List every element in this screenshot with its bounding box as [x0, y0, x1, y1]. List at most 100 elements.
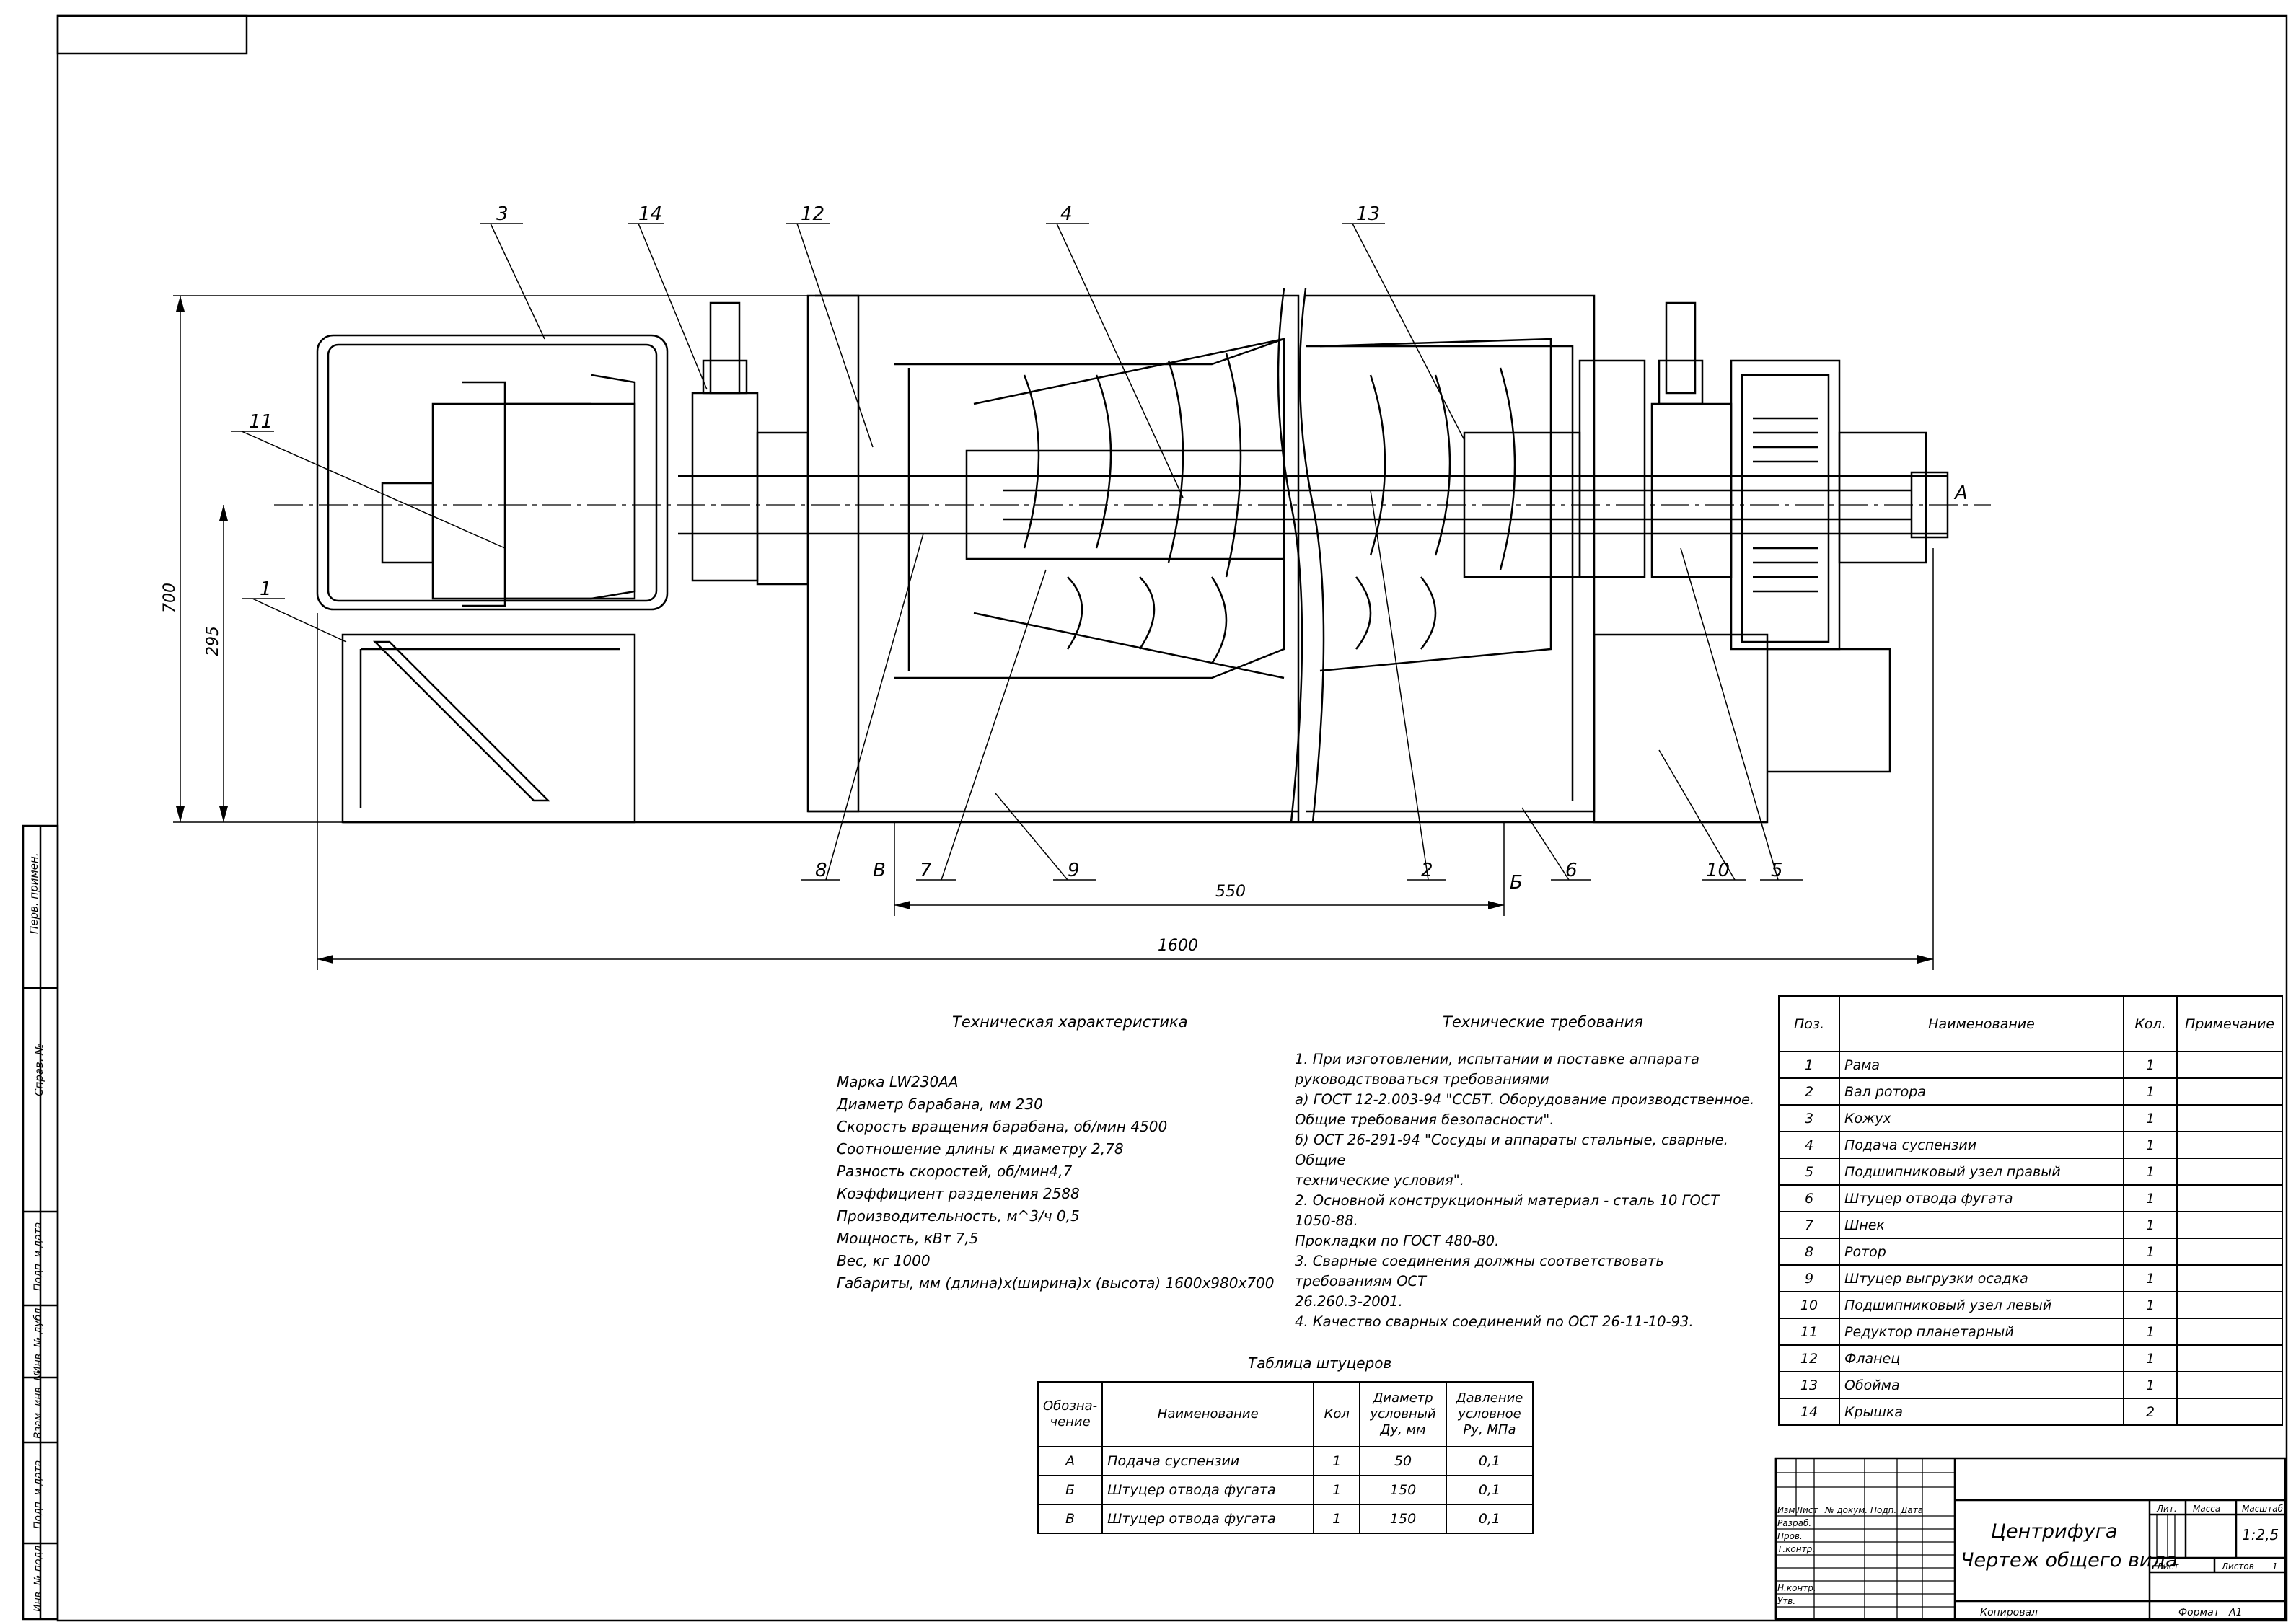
tech-req-line: 26.260.3-2001.: [1295, 1293, 1403, 1310]
tech-req-line: 3. Сварные соединения должны соответство…: [1295, 1253, 1664, 1290]
dim-axis-height: 295: [204, 626, 222, 656]
strip-perv-primen: Перв. примен.: [27, 852, 40, 934]
stamp-lit: Лит.: [2156, 1504, 2177, 1514]
pos-label-A: А: [1953, 482, 1968, 504]
pos-label-9: 9: [1068, 860, 1080, 881]
stamp-scale: Масштаб: [2242, 1504, 2284, 1514]
strip-vzam-inv: Взам. инв. №: [32, 1370, 44, 1439]
pos-label-4: 4: [1060, 203, 1073, 225]
stamp-col-head: Лист: [1795, 1505, 1818, 1515]
spec-header: Поз.: [1778, 995, 1840, 1052]
nozzles-header: Диаметр условный Ду, мм: [1359, 1381, 1447, 1447]
tech-char-line: Вес, кг 1000: [837, 1252, 931, 1269]
tech-req-line: Общие требования безопасности".: [1295, 1111, 1554, 1128]
stamp-scale-value: 1:2,5: [2242, 1526, 2279, 1543]
nozzles-header: Наименование: [1101, 1381, 1315, 1447]
tech-char-line: Мощность, кВт 7,5: [837, 1230, 979, 1247]
pos-label-11: 11: [249, 411, 273, 433]
strip-inv-dubl: Инв. № дубл.: [32, 1305, 44, 1374]
nozzles-header: Давление условное Ру, МПа: [1445, 1381, 1534, 1447]
tech-req-line: 1. При изготовлении, испытании и поставк…: [1295, 1051, 1699, 1067]
stamp-sheet: Лист: [2156, 1561, 2179, 1572]
tech-char-line: Соотношение длины к диаметру 2,78: [837, 1140, 1124, 1158]
spec-header: Примечание: [2176, 995, 2283, 1052]
stamp-role: Н.контр.: [1777, 1583, 1816, 1593]
dim-overall-length: 1600: [1158, 937, 1198, 955]
tech-char-list: Марка LW230AA Диаметр барабана, мм 230 С…: [837, 1071, 1274, 1295]
tech-char-line: Марка LW230AA: [837, 1073, 959, 1090]
pos-label-13: 13: [1356, 203, 1380, 225]
nozzles-header: Кол: [1313, 1381, 1361, 1447]
pos-label-8: 8: [815, 860, 827, 881]
tech-char-title: Техническая характеристика: [952, 1013, 1188, 1031]
strip-sprav: Справ. №: [32, 1044, 45, 1096]
dim-height: 700: [161, 583, 179, 613]
pos-label-14: 14: [638, 203, 662, 225]
strip-podp-data-2: Подп. и дата: [32, 1460, 44, 1529]
pos-label-3: 3: [496, 203, 509, 225]
pos-label-12: 12: [801, 203, 824, 225]
nozzles-table: Обозна-чение Наименование Кол Диаметр ус…: [1037, 1381, 1534, 1534]
tech-req-line: технические условия".: [1295, 1172, 1464, 1189]
dim-nozzle-spacing: 550: [1215, 883, 1246, 901]
stamp-role: Т.контр.: [1777, 1544, 1815, 1554]
stamp-copied: Копировал: [1980, 1607, 2038, 1618]
tech-req-line: Прокладки по ГОСТ 480-80.: [1295, 1233, 1500, 1249]
tech-req-line: 2. Основной конструкционный материал - с…: [1295, 1192, 1720, 1229]
pos-label-2: 2: [1421, 860, 1433, 881]
tech-req-line: 4. Качество сварных соединений по ОСТ 26…: [1295, 1313, 1694, 1330]
tech-req-title: Технические требования: [1443, 1013, 1643, 1031]
strip-inv-podl: Инв. № подл.: [32, 1542, 44, 1612]
pos-label-7: 7: [920, 860, 932, 881]
tech-char-line: Габариты, мм (длина)х(ширина)х (высота) …: [837, 1274, 1275, 1292]
stamp-format-value: А1: [2229, 1607, 2243, 1618]
pos-label-1: 1: [260, 578, 272, 600]
stamp-col-head: Дата: [1900, 1505, 1923, 1515]
tech-char-line: Производительность, м^3/ч 0,5: [837, 1207, 1080, 1225]
drawing-title: Центрифуга: [1991, 1520, 2117, 1543]
nozzles-header: Обозна-чение: [1037, 1381, 1104, 1447]
tech-req-line: руководствоваться требованиями: [1295, 1071, 1549, 1088]
tech-char-line: Диаметр барабана, мм 230: [837, 1096, 1043, 1113]
pos-label-B: Б: [1510, 872, 1523, 894]
stamp-sheets-value: 1: [2272, 1561, 2278, 1572]
strip-podp-data: Подп. и дата: [32, 1222, 44, 1291]
tech-req-line: а) ГОСТ 12-2.003-94 "ССБТ. Оборудование …: [1295, 1091, 1755, 1108]
pos-label-10: 10: [1706, 860, 1730, 881]
pos-label-V: В: [873, 860, 886, 881]
tech-req-line: б) ОСТ 26-291-94 "Сосуды и аппараты стал…: [1295, 1132, 1728, 1168]
stamp-role: Разраб.: [1777, 1518, 1811, 1528]
tech-char-line: Коэффициент разделения 2588: [837, 1185, 1080, 1202]
stamp-role: Утв.: [1777, 1596, 1795, 1606]
stamp-col-head: № докум.: [1824, 1505, 1868, 1515]
stamp-format: Формат: [2178, 1607, 2220, 1618]
spec-header: Кол.: [2123, 995, 2178, 1052]
pos-label-6: 6: [1565, 860, 1578, 881]
stamp-col-head: Подп.: [1870, 1505, 1896, 1515]
spec-header: Наименование: [1839, 995, 2124, 1052]
pos-label-5: 5: [1771, 860, 1783, 881]
tech-char-line: Скорость вращения барабана, об/мин 4500: [837, 1118, 1168, 1135]
stamp-mass: Масса: [2193, 1504, 2220, 1514]
stamp-col-head: Изм: [1777, 1505, 1795, 1515]
stamp-role: Пров.: [1777, 1531, 1803, 1541]
tech-req-list: 1. При изготовлении, испытании и поставк…: [1295, 1049, 1756, 1332]
